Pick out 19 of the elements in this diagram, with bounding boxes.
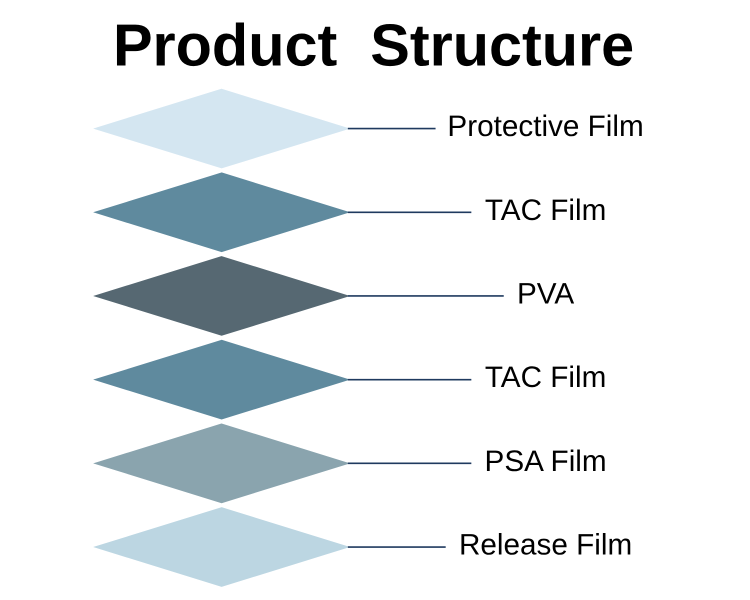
- connector: [347, 128, 436, 130]
- diagram-title: Product Structure: [112, 11, 634, 78]
- node-text: TAC Film: [484, 194, 606, 227]
- connector: [347, 295, 504, 297]
- node-text: Release Film: [458, 528, 632, 562]
- connector: [347, 462, 471, 464]
- node-diamond: [92, 423, 350, 504]
- node-text: PSA Film: [484, 444, 606, 478]
- node-text: TAC Film: [484, 361, 606, 394]
- node-diamond: [92, 340, 350, 420]
- node-text: Protective Film: [446, 110, 644, 144]
- node-diamond: [92, 88, 350, 168]
- node-diamond: [92, 172, 350, 252]
- node-diamond: [92, 256, 350, 336]
- connector: [347, 378, 471, 380]
- node-diamond: [92, 507, 350, 587]
- connector: [347, 546, 446, 548]
- connector: [347, 211, 471, 214]
- node-text: PVA: [516, 278, 574, 311]
